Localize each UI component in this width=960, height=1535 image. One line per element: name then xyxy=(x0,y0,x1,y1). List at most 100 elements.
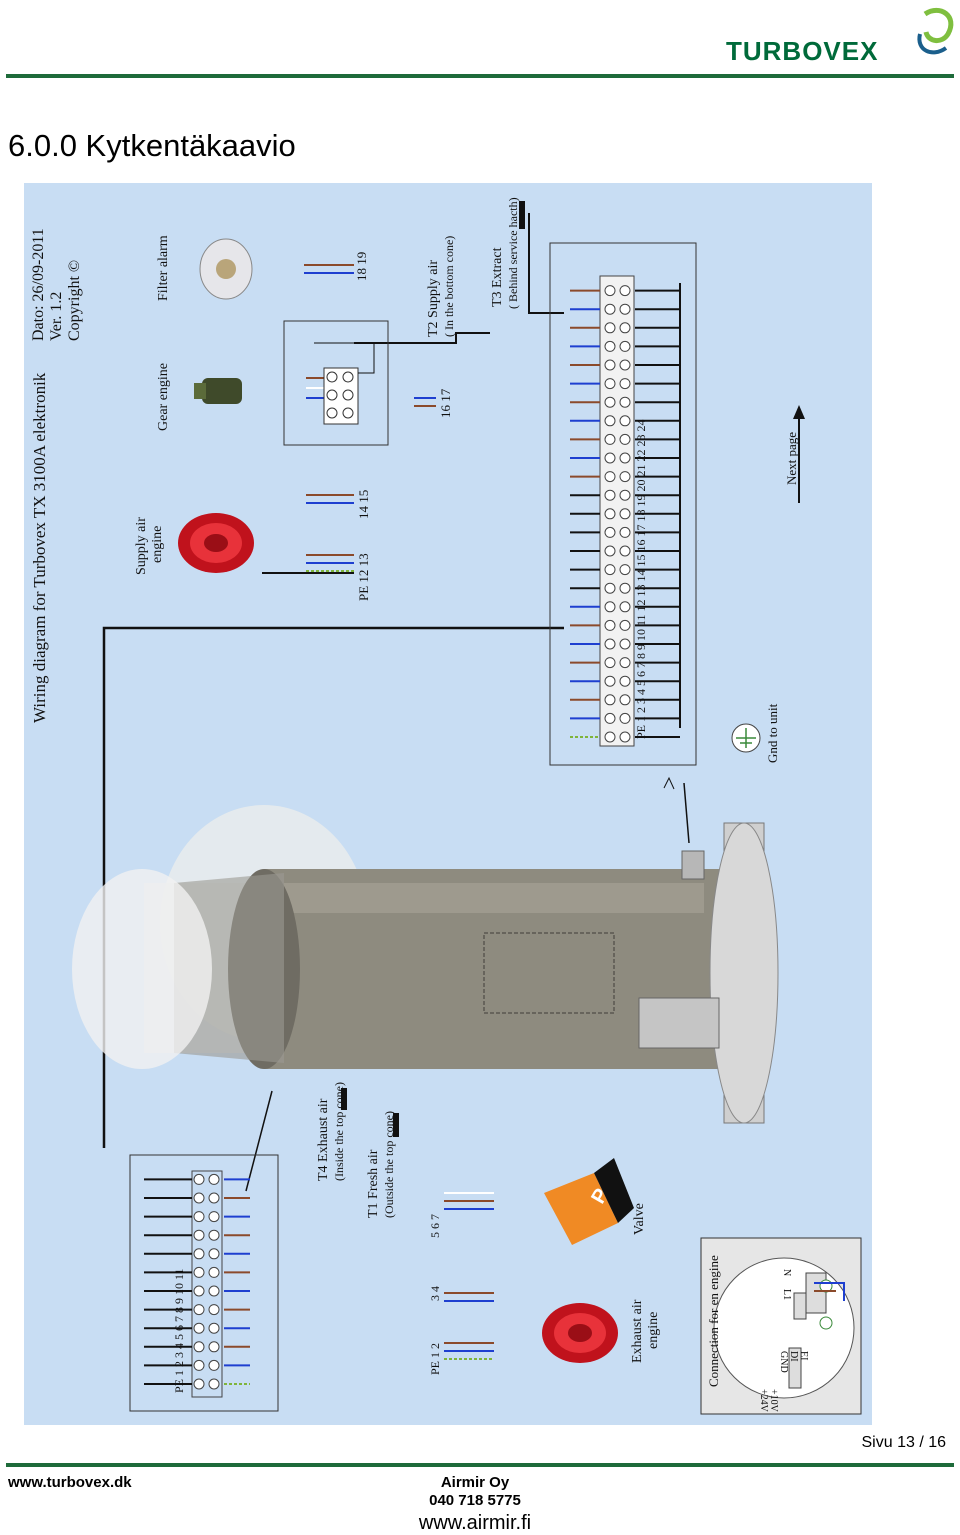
terminal-screw xyxy=(604,657,616,669)
terminal-screw xyxy=(208,1211,220,1223)
conn-label-n: N xyxy=(781,1269,792,1277)
footer-company: Airmir Oy 040 718 5775 xyxy=(380,1474,570,1510)
terminal-screw xyxy=(604,582,616,594)
terminal-screw xyxy=(604,471,616,483)
terminal-screw xyxy=(208,1378,220,1390)
label-exhaust-air-engine: Exhaust air xyxy=(630,1299,645,1363)
terminal-screw xyxy=(193,1248,205,1260)
terminal-screw xyxy=(193,1285,205,1297)
label-connection-engine: Connection for en engine xyxy=(706,1255,721,1387)
label-t1-location: (Outside the top cone) xyxy=(382,1111,396,1218)
label-pe-1-2: PE 1 2 xyxy=(428,1342,442,1375)
terminal-screw xyxy=(619,415,631,427)
label-gear-engine: Gear engine xyxy=(156,362,171,431)
label-gnd-to-unit: Gnd to unit xyxy=(765,703,780,763)
terminal-screw xyxy=(193,1378,205,1390)
diagram-date: Dato: 26/09-2011 xyxy=(30,228,47,341)
terminal-screw xyxy=(208,1359,220,1371)
conn-label-l1: L1 xyxy=(781,1289,792,1301)
label-valve: Valve xyxy=(632,1203,647,1235)
terminal-screw xyxy=(193,1173,205,1185)
label-t3-extract: T3 Extract xyxy=(490,247,505,307)
label-supply-air-engine-2: engine xyxy=(150,525,165,563)
diagram-version: Ver. 1.2 xyxy=(48,291,65,341)
brand-name: TURBOVEX xyxy=(726,36,879,66)
terminal-screw xyxy=(619,452,631,464)
terminal-screw xyxy=(604,396,616,408)
terminal-screw xyxy=(619,638,631,650)
footer-website[interactable]: www.turbovex.dk xyxy=(8,1474,132,1491)
terminal-screw xyxy=(208,1285,220,1297)
label-t1-fresh-air: T1 Fresh air xyxy=(366,1149,381,1218)
terminal-screw xyxy=(604,340,616,352)
label-18-19: 18 19 xyxy=(354,251,369,281)
terminal-screw xyxy=(619,433,631,445)
label-t3-location: ( Behind service hacth) xyxy=(506,197,520,309)
terminal-screw xyxy=(619,582,631,594)
terminal-screw xyxy=(208,1173,220,1185)
terminal-screw xyxy=(604,545,616,557)
terminal-screw xyxy=(208,1192,220,1204)
terminal-screw xyxy=(619,731,631,743)
terminal-screw xyxy=(619,396,631,408)
terminal-screw xyxy=(619,601,631,613)
terminal-screw xyxy=(619,508,631,520)
terminal-screw xyxy=(619,471,631,483)
terminal-screw xyxy=(193,1266,205,1278)
gear-engine-icon xyxy=(194,378,242,404)
terminal-screw xyxy=(619,340,631,352)
footer-company-url[interactable]: www.airmir.fi xyxy=(418,1512,532,1534)
terminal-screw xyxy=(208,1266,220,1278)
terminal-screw xyxy=(604,564,616,576)
supply-air-fan-icon xyxy=(178,513,254,573)
terminal-screw xyxy=(604,508,616,520)
label-pe-12-13: PE 12 13 xyxy=(356,553,371,601)
terminal-screw xyxy=(193,1211,205,1223)
terminal-screw xyxy=(604,526,616,538)
terminal-screw xyxy=(619,526,631,538)
terminal-screw xyxy=(193,1341,205,1353)
terminal-screw xyxy=(193,1359,205,1371)
upper-terminal-numbers: PE 1 2 3 4 5 6 7 8 9 10 11 12 13 14 15 1… xyxy=(634,419,648,739)
label-next-page: Next page xyxy=(784,431,799,485)
terminal-screw xyxy=(604,303,616,315)
terminal-screw xyxy=(604,675,616,687)
terminal-screw xyxy=(604,601,616,613)
label-16-17: 16 17 xyxy=(438,388,453,418)
terminal-screw xyxy=(604,619,616,631)
label-supply-air-engine: Supply air xyxy=(134,517,149,575)
terminal-screw xyxy=(619,378,631,390)
label-t4-location: (Inside the top cone) xyxy=(332,1082,346,1181)
footer-phone: 040 718 5775 xyxy=(429,1492,521,1509)
ventilation-unit-illustration xyxy=(72,805,779,1124)
terminal-screw xyxy=(604,433,616,445)
terminal-screw xyxy=(193,1192,205,1204)
terminal-screw xyxy=(619,359,631,371)
terminal-screw xyxy=(619,694,631,706)
terminal-screw xyxy=(604,731,616,743)
terminal-screw xyxy=(208,1341,220,1353)
header-rule xyxy=(6,74,954,78)
label-5-6-7: 5 6 7 xyxy=(428,1214,442,1238)
terminal-screw xyxy=(208,1322,220,1334)
lower-terminal-numbers: PE 1 2 3 4 5 6 7 8 9 10 11 xyxy=(172,1268,186,1393)
terminal-screw xyxy=(619,657,631,669)
label-exhaust-air-engine-2: engine xyxy=(646,1311,661,1349)
terminal-screw xyxy=(193,1229,205,1241)
label-t2-supply-air: T2 Supply air xyxy=(426,260,441,337)
footer-company-name: Airmir Oy xyxy=(440,1474,510,1491)
valve-icon: P xyxy=(544,1158,634,1245)
terminal-screw xyxy=(604,452,616,464)
terminal-screw xyxy=(619,545,631,557)
footer-rule xyxy=(6,1463,954,1467)
label-filter-alarm: Filter alarm xyxy=(156,235,171,301)
terminal-screw xyxy=(208,1248,220,1260)
terminal-screw xyxy=(604,694,616,706)
exhaust-air-fan-icon xyxy=(542,1303,618,1363)
terminal-screw xyxy=(208,1304,220,1316)
terminal-screw xyxy=(604,415,616,427)
diagram-heading: Wiring diagram for Turbovex TX 3100A ele… xyxy=(30,372,49,723)
terminal-screw xyxy=(619,322,631,334)
label-t4-exhaust-air: T4 Exhaust air xyxy=(316,1098,331,1181)
terminal-screw xyxy=(619,675,631,687)
